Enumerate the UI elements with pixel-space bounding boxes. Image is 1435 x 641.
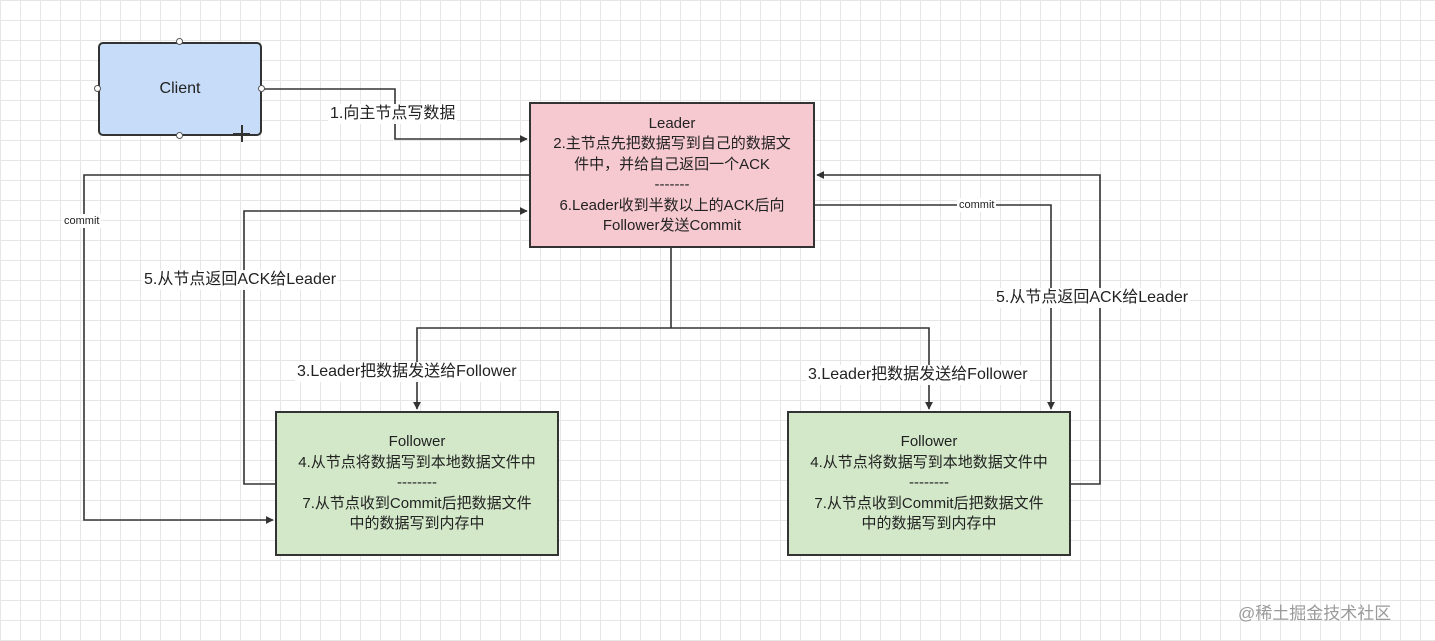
- client-node[interactable]: Client: [98, 42, 262, 136]
- watermark: @稀土掘金技术社区: [1238, 604, 1392, 623]
- follower-right-step-7-line-2: 中的数据写到内存中: [861, 515, 997, 533]
- follower-right-title: Follower: [900, 433, 958, 451]
- leader-step-2-line-1: 2.主节点先把数据写到自己的数据文: [553, 135, 791, 152]
- leader-step-6-line-2: Follower发送Commit: [602, 217, 742, 234]
- follower-left-node[interactable]: Follower 4.从节点将数据写到本地数据文件中 -------- 7.从节…: [275, 411, 559, 556]
- follower-right-step-7-line-1: 7.从节点收到Commit后把数据文件: [814, 494, 1044, 512]
- edge-commit-left: [83, 174, 529, 524]
- edge-label-follower-right-ack: 5.从节点返回ACK给Leader: [994, 288, 1191, 308]
- edge-label-follower-left-ack: 5.从节点返回ACK给Leader: [142, 270, 339, 290]
- client-label: Client: [159, 79, 201, 97]
- follower-right-node[interactable]: Follower 4.从节点将数据写到本地数据文件中 -------- 7.从节…: [787, 411, 1071, 556]
- edge-label-commit-right: commit: [957, 198, 997, 212]
- follower-right-step-4: 4.从节点将数据写到本地数据文件中: [810, 453, 1048, 471]
- leader-step-6-line-1: 6.Leader收到半数以上的ACK后向: [559, 196, 785, 214]
- edge-follower-left-ack: [243, 207, 528, 485]
- follower-left-divider: --------: [397, 474, 437, 492]
- leader-divider: -------: [654, 176, 690, 193]
- follower-left-step-4: 4.从节点将数据写到本地数据文件中: [298, 453, 536, 471]
- leader-node[interactable]: Leader 2.主节点先把数据写到自己的数据文 件中，并给自己返回一个ACK …: [529, 102, 815, 248]
- selection-handle-bottom[interactable]: [176, 132, 183, 139]
- leader-title: Leader: [648, 114, 696, 132]
- follower-left-step-7-line-1: 7.从节点收到Commit后把数据文件: [302, 494, 532, 512]
- edge-label-leader-to-follower-right: 3.Leader把数据发送给Follower: [806, 365, 1030, 385]
- edge-label-leader-to-follower-left: 3.Leader把数据发送给Follower: [295, 362, 519, 382]
- edge-commit-right: [815, 204, 1055, 410]
- selection-handle-right[interactable]: [258, 85, 265, 92]
- edge-label-client-to-leader: 1.向主节点写数据: [328, 104, 458, 124]
- selection-handle-top[interactable]: [176, 38, 183, 45]
- edge-follower-right-ack: [816, 171, 1101, 485]
- selection-handle-left[interactable]: [94, 85, 101, 92]
- crosshair-cursor-icon: [233, 125, 250, 142]
- follower-left-title: Follower: [388, 433, 446, 451]
- follower-left-step-7-line-2: 中的数据写到内存中: [349, 515, 485, 533]
- edge-label-commit-left: commit: [62, 214, 102, 228]
- follower-right-divider: --------: [909, 474, 949, 492]
- leader-step-2-line-2: 件中，并给自己返回一个ACK: [574, 155, 770, 173]
- edge-leader-to-follower-left: [413, 327, 671, 410]
